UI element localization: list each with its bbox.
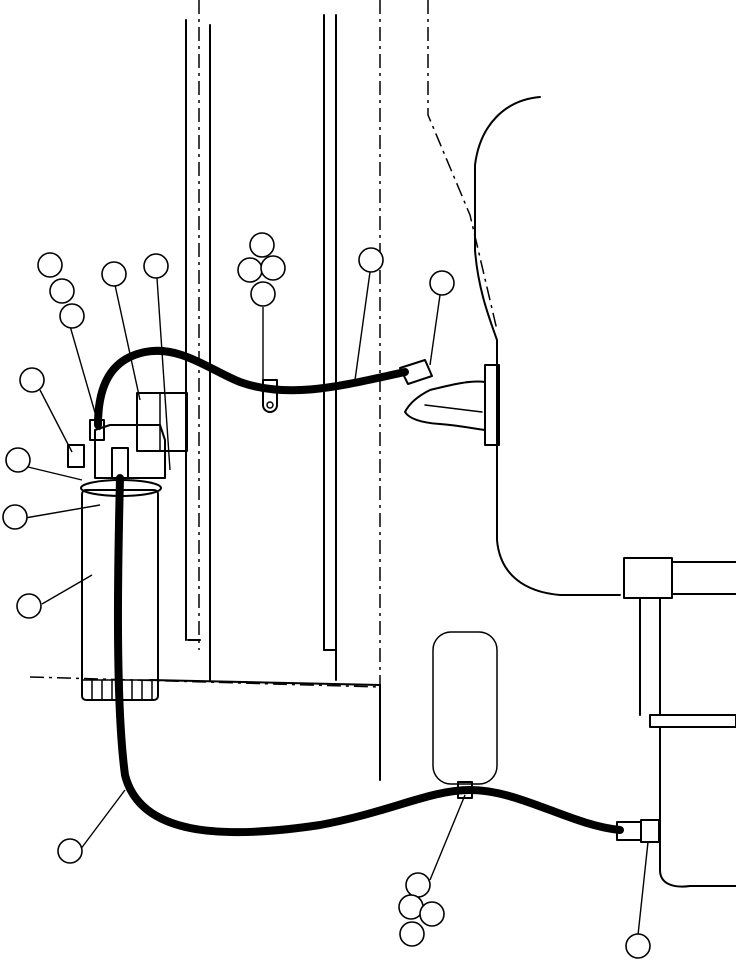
balloon-circle xyxy=(237,257,263,283)
inlet-elbow-detail xyxy=(424,404,483,413)
leader-b5 xyxy=(114,284,141,401)
leader-b22 xyxy=(637,841,649,936)
hose-clamp-lower xyxy=(457,781,473,799)
callout-balloon xyxy=(5,447,31,473)
callout-balloon xyxy=(57,838,83,864)
balloon-circle xyxy=(57,838,83,864)
engine-housing xyxy=(404,0,736,888)
leader-b14 xyxy=(27,466,83,481)
balloon-circle xyxy=(429,270,455,296)
upper-hose xyxy=(94,346,409,429)
balloon-circle xyxy=(260,255,286,281)
filter-head xyxy=(94,424,166,479)
callout-balloon xyxy=(625,933,651,959)
frame-structure xyxy=(29,0,381,781)
balloon-circle xyxy=(5,447,31,473)
leader-b15 xyxy=(24,504,101,519)
balloon-circle xyxy=(2,504,28,530)
callout-balloon xyxy=(19,367,45,393)
housing-outline xyxy=(474,96,621,596)
balloon-circle xyxy=(250,281,276,307)
callout-balloon xyxy=(101,261,127,287)
inlet-elbow xyxy=(404,380,486,431)
balloon-circle xyxy=(143,253,169,279)
callout-balloon xyxy=(399,921,425,947)
callout-balloon xyxy=(49,278,75,304)
hose-clamp-upper xyxy=(262,379,278,413)
balloon-circle xyxy=(16,593,42,619)
leader-b18 xyxy=(429,794,466,881)
leader-b12 xyxy=(429,294,441,366)
balloon-circle xyxy=(49,278,75,304)
callout-balloon xyxy=(2,504,28,530)
callout-balloon xyxy=(260,255,286,281)
leader-b16 xyxy=(41,574,93,605)
callout-balloon xyxy=(237,257,263,283)
balloon-circle xyxy=(419,901,445,927)
balloon-circle xyxy=(399,921,425,947)
callout-balloon xyxy=(59,303,85,329)
lower-hose-adapter xyxy=(640,819,660,843)
balloon-circle xyxy=(19,367,45,393)
balloon-group xyxy=(2,232,651,959)
housing-flange xyxy=(649,714,736,728)
leader-b4 xyxy=(69,325,101,431)
leader-b11 xyxy=(354,271,371,381)
housing-centerline xyxy=(427,0,498,331)
balloon-circle xyxy=(59,303,85,329)
balloon-circle xyxy=(37,252,63,278)
balloon-circle xyxy=(101,261,127,287)
balloon-circle xyxy=(358,247,384,273)
outlet-fitting xyxy=(111,447,129,479)
callout-balloon xyxy=(16,593,42,619)
balloon-circle xyxy=(249,232,275,258)
balloon-circle xyxy=(405,872,431,898)
callout-balloon xyxy=(429,270,455,296)
callout-balloon xyxy=(358,247,384,273)
leader-b17 xyxy=(79,789,126,851)
filter-assembly xyxy=(67,392,188,701)
filter-mount-bracket xyxy=(136,392,188,452)
callout-balloon xyxy=(419,901,445,927)
base-plate-top xyxy=(149,679,381,686)
callout-balloon xyxy=(249,232,275,258)
housing-lower-outline xyxy=(659,726,736,888)
valve-block xyxy=(623,557,673,599)
fuel-hoses xyxy=(94,346,660,843)
callout-balloon xyxy=(250,281,276,307)
bleed-plug xyxy=(67,444,85,468)
callout-balloon xyxy=(405,872,431,898)
balloon-circle xyxy=(625,933,651,959)
callout-balloon xyxy=(37,252,63,278)
upper-hose-nut xyxy=(399,359,433,385)
leader-b6 xyxy=(156,277,171,471)
clamp-plate xyxy=(432,631,498,785)
lower-hose xyxy=(113,474,624,837)
leader-b13 xyxy=(39,389,73,453)
leader-lines xyxy=(24,271,649,936)
callout-balloon xyxy=(143,253,169,279)
clamp-bolt-upper xyxy=(266,401,274,409)
